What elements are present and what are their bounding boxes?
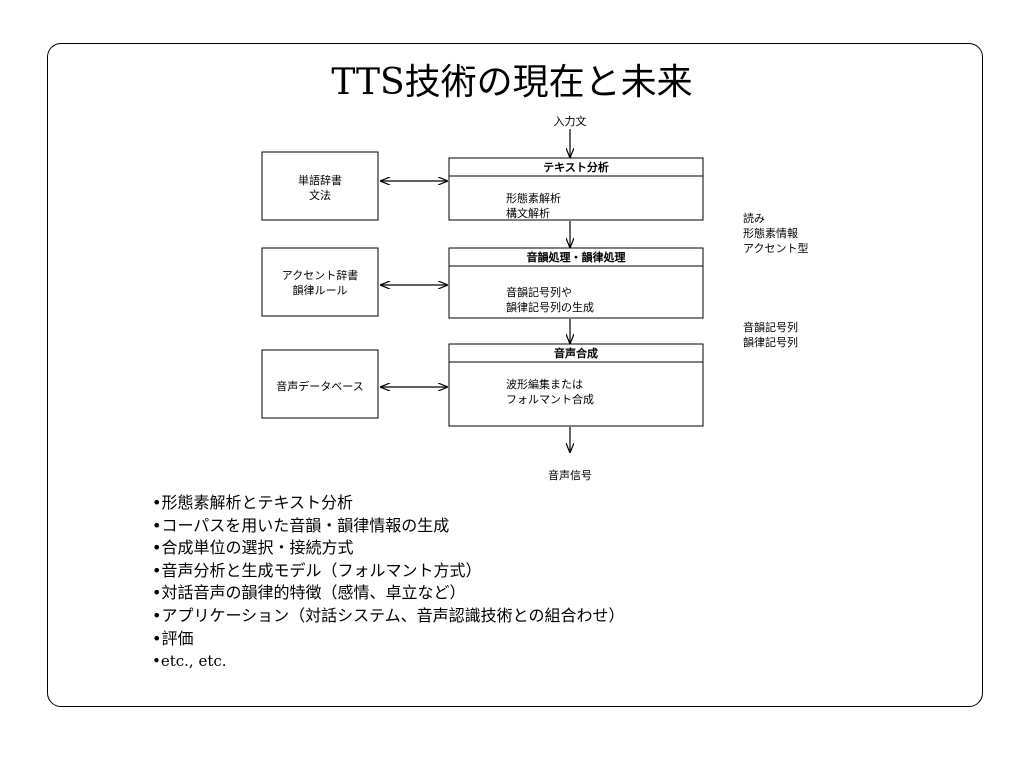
topic-item: •コーパスを用いた音韻・韻律情報の生成 (152, 515, 450, 535)
slide-frame (47, 43, 983, 707)
resource-label: 単語辞書 (298, 174, 342, 187)
stage-title-text-analysis: テキスト分析 (543, 161, 609, 174)
intermediate-label: 形態素情報 (743, 227, 798, 240)
stage-body-line: 韻律記号列の生成 (506, 301, 594, 314)
topic-item: •形態素解析とテキスト分析 (152, 493, 353, 512)
topic-item: •評価 (152, 628, 194, 648)
stage-box-text-analysis (448, 157, 704, 221)
resource-box-dictionary (261, 151, 379, 221)
input-label: 入力文 (553, 115, 587, 128)
topic-item: •合成単位の選択・接続方式 (152, 538, 354, 558)
stage-body-line: 音韻記号列や (506, 286, 572, 299)
stage-body-line: 形態素解析 (506, 192, 561, 205)
resource-box-accent (261, 247, 379, 317)
intermediate-label: 韻律記号列 (743, 336, 798, 349)
intermediate-label: 音韻記号列 (743, 321, 798, 334)
topic-item: •音声分析と生成モデル（フォルマント方式） (152, 560, 482, 580)
resource-box-speech-db (261, 349, 379, 419)
stage-box-synthesis (448, 343, 704, 427)
output-label: 音声信号 (548, 469, 592, 482)
stage-title-synthesis: 音声合成 (554, 347, 598, 360)
intermediate-label: 読み (743, 212, 765, 225)
stage-body-line: フォルマント合成 (506, 393, 594, 406)
stage-body-line: 波形編集または (506, 378, 583, 391)
resource-label: 音声データベース (276, 380, 364, 393)
topic-item: •対話音声の韻律的特徴（感情、卓立など） (152, 583, 466, 603)
stage-body-line: 構文解析 (506, 207, 550, 220)
topic-item: •etc., etc. (152, 652, 227, 671)
stage-box-prosody (448, 247, 704, 319)
slide-title: TTS技術の現在と未来 (331, 62, 693, 103)
resource-label: アクセント辞書 (281, 269, 359, 282)
intermediate-label: アクセント型 (743, 242, 809, 255)
resource-label: 文法 (309, 189, 331, 202)
topic-list: •形態素解析とテキスト分析 •コーパスを用いた音韻・韻律情報の生成 •合成単位の… (152, 492, 624, 673)
topic-item: •アプリケーション（対話システム、音声認識技術との組合わせ） (152, 605, 625, 625)
resource-label: 韻律ルール (292, 284, 348, 297)
stage-title-prosody: 音韻処理・韻律処理 (526, 251, 626, 264)
